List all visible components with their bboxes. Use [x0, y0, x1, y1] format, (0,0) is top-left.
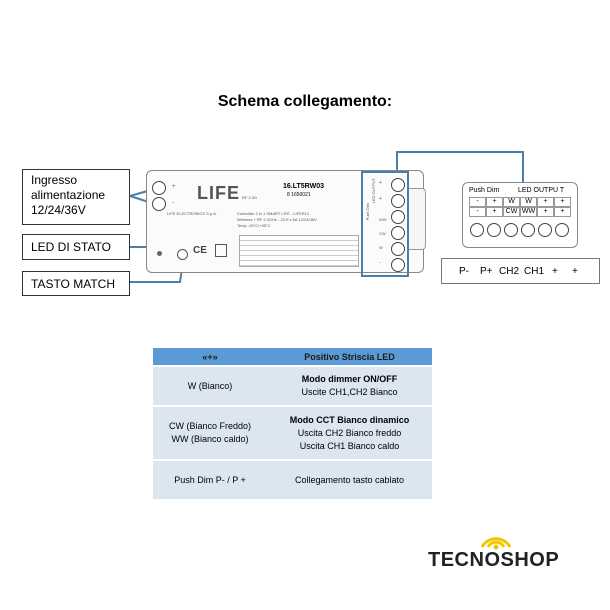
power-input-line-2: alimentazione: [31, 188, 106, 202]
table-cell-left: CW (Bianco Freddo) WW (Bianco caldo): [153, 407, 267, 459]
table-header-right: Positivo Striscia LED: [267, 348, 432, 365]
pin-label-p-plus: P+: [480, 266, 493, 277]
output-terminal-1: [391, 178, 405, 192]
side-label-led-output: LED OUTPUT: [371, 178, 376, 204]
output-terminal-4: [391, 226, 405, 240]
block-terminal: [555, 223, 569, 237]
power-input-line-1: Ingresso: [31, 173, 78, 187]
out-label-cw: CW: [379, 231, 386, 236]
table-cell-right: Modo dimmer ON/OFF Uscite CH1,CH2 Bianco: [267, 367, 432, 405]
output-cell: +: [486, 197, 503, 207]
cell-line: Push Dim P- / P +: [174, 474, 246, 485]
match-key-button[interactable]: [177, 249, 188, 260]
out-label-ww: WW: [379, 217, 387, 222]
output-cell: WW: [520, 207, 537, 217]
device-temp: Temp -30°C/+55°C: [237, 223, 271, 228]
block-terminal: [487, 223, 501, 237]
pin-label-p-minus: P-: [459, 266, 469, 277]
block-terminal: [470, 223, 484, 237]
output-cell: +: [554, 197, 571, 207]
output-terminal-2: [391, 194, 405, 208]
output-terminal-6: [391, 258, 405, 272]
table-cell-left: Push Dim P- / P +: [153, 461, 267, 499]
input-minus-sign: -: [172, 200, 174, 206]
block-terminal: [538, 223, 552, 237]
input-plus-sign: +: [172, 184, 176, 190]
pin-label-ch1: CH1: [524, 266, 545, 277]
input-terminal-1: [152, 181, 166, 195]
footer-brand: TECNOSHOP: [428, 549, 560, 571]
page-title: Schema collegamento:: [217, 93, 393, 110]
mode-table-image: [239, 235, 359, 267]
table-row: Push Dim P- / P + Collegamento tasto cab…: [153, 461, 432, 499]
pin-label-plus-2: +: [572, 266, 578, 277]
block-terminal: [504, 223, 518, 237]
table-cell-right: Collegamento tasto cablato: [267, 461, 432, 499]
block-terminal: [521, 223, 535, 237]
wifi-signal-icon: [480, 537, 512, 550]
pin-label-row: P- P+ CH2 CH1 + +: [441, 258, 600, 284]
pin-label-ch2: CH2: [499, 266, 520, 277]
input-terminal-2: [152, 197, 166, 211]
pin-label-plus-1: +: [552, 266, 558, 277]
device-model: 16.LT5RW03: [283, 183, 324, 190]
out-sign-1: +: [379, 180, 382, 186]
cell-line: W (Bianco): [187, 380, 233, 391]
device-maker: LIFE ELECTRONICS S.p.A.: [167, 211, 218, 216]
out-label-w: W: [379, 245, 383, 250]
output-terminal-5: [391, 242, 405, 256]
ce-mark: CE: [193, 245, 207, 256]
table-header-row: «+» Positivo Striscia LED: [153, 348, 432, 365]
output-header-push-dim: Push Dim: [469, 187, 500, 194]
output-wire: [396, 151, 524, 182]
wiring-table: «+» Positivo Striscia LED W (Bianco) Mod…: [153, 346, 432, 501]
rf-label: RF 2.4G: [242, 195, 258, 200]
out-sign-3: -: [379, 260, 381, 266]
output-cell: +: [486, 207, 503, 217]
output-cell: +: [537, 197, 554, 207]
cell-line: CW (Bianco Freddo): [168, 421, 252, 431]
table-row: CW (Bianco Freddo) WW (Bianco caldo) Mod…: [153, 407, 432, 459]
output-terminal-block: Push Dim LED OUTPU T - + W W + + - + CW …: [462, 182, 578, 248]
device-code: 8 1650021: [287, 192, 311, 198]
cell-line-bold: Modo CCT Bianco dinamico: [289, 414, 410, 425]
cell-line: Uscita CH1 Bianco caldo: [299, 440, 400, 451]
output-cell: +: [537, 207, 554, 217]
output-cell: -: [469, 197, 486, 207]
bin-icon: [215, 244, 227, 257]
cell-line-bold: Modo dimmer ON/OFF: [301, 374, 398, 384]
cell-line: Uscite CH1,CH2 Bianco: [301, 387, 398, 397]
cell-line: WW (Bianco caldo): [171, 434, 249, 444]
side-label-push-dim: Push Dim: [365, 203, 370, 221]
controller-device: + - LIFE RF 2.4G 16.LT5RW03 8 1650021 LI…: [146, 170, 424, 273]
table-cell-right: Modo CCT Bianco dinamico Uscita CH2 Bian…: [267, 407, 432, 459]
table-row: W (Bianco) Modo dimmer ON/OFF Uscite CH1…: [153, 367, 432, 405]
table-header-left: «+»: [153, 348, 267, 365]
output-cell: W: [520, 197, 537, 207]
cell-line: Collegamento tasto cablato: [294, 474, 405, 485]
output-cell: -: [469, 207, 486, 217]
status-led-label: LED DI STATO: [22, 234, 130, 260]
output-terminal-3: [391, 210, 405, 224]
device-description: Controller 2 in 1 SMART LIFE - LIFER12: [237, 211, 310, 216]
output-cell: +: [554, 207, 571, 217]
device-end-cap: [409, 188, 426, 250]
power-input-label: Ingresso alimentazione 12/24/36V: [22, 169, 130, 225]
output-cell: CW: [503, 207, 520, 217]
device-specs: Wireless + RF 2.4GHz - 2CH x 5A 12/24/36…: [237, 217, 317, 222]
output-connector-frame: Push Dim LED OUTPUT + + WW CW W -: [361, 171, 409, 277]
output-header-led-output: LED OUTPU T: [518, 187, 565, 194]
out-sign-2: +: [379, 196, 382, 202]
power-input-line-3: 12/24/36V: [31, 203, 86, 217]
table-cell-left: W (Bianco): [153, 367, 267, 405]
match-key-label: TASTO MATCH: [22, 271, 130, 296]
output-cell: W: [503, 197, 520, 207]
status-led-icon: [157, 251, 162, 256]
cell-line: Uscita CH2 Bianco freddo: [297, 427, 402, 438]
device-brand-logo: LIFE: [197, 183, 240, 203]
